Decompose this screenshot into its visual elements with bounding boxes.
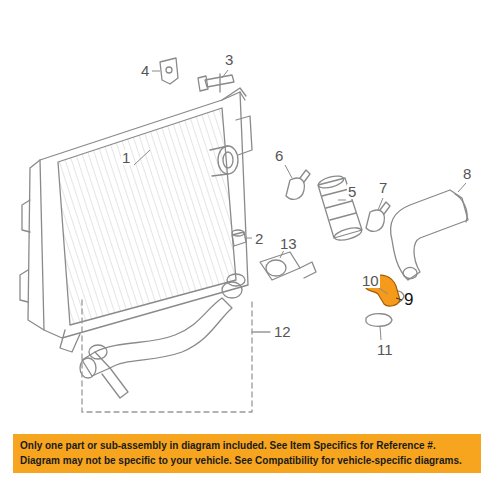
callout-number: 2 bbox=[254, 231, 264, 246]
notice-banner: Only one part or sub-assembly in diagram… bbox=[13, 434, 481, 473]
callout-number: 4 bbox=[140, 63, 150, 78]
callout-number: 9 bbox=[403, 291, 414, 308]
callout-number: 1 bbox=[121, 150, 131, 165]
callout-number: 5 bbox=[347, 184, 357, 199]
callout-number: 8 bbox=[462, 166, 472, 181]
callout-number: 12 bbox=[273, 324, 292, 339]
notice-text: Only one part or sub-assembly in diagram… bbox=[20, 439, 474, 468]
callout-number: 11 bbox=[376, 342, 394, 357]
callout-number: 13 bbox=[279, 236, 298, 251]
callout-number: 6 bbox=[274, 148, 284, 163]
callout-number: 10 bbox=[361, 273, 380, 288]
callout-number: 7 bbox=[378, 180, 388, 195]
callout-number: 3 bbox=[224, 52, 234, 67]
